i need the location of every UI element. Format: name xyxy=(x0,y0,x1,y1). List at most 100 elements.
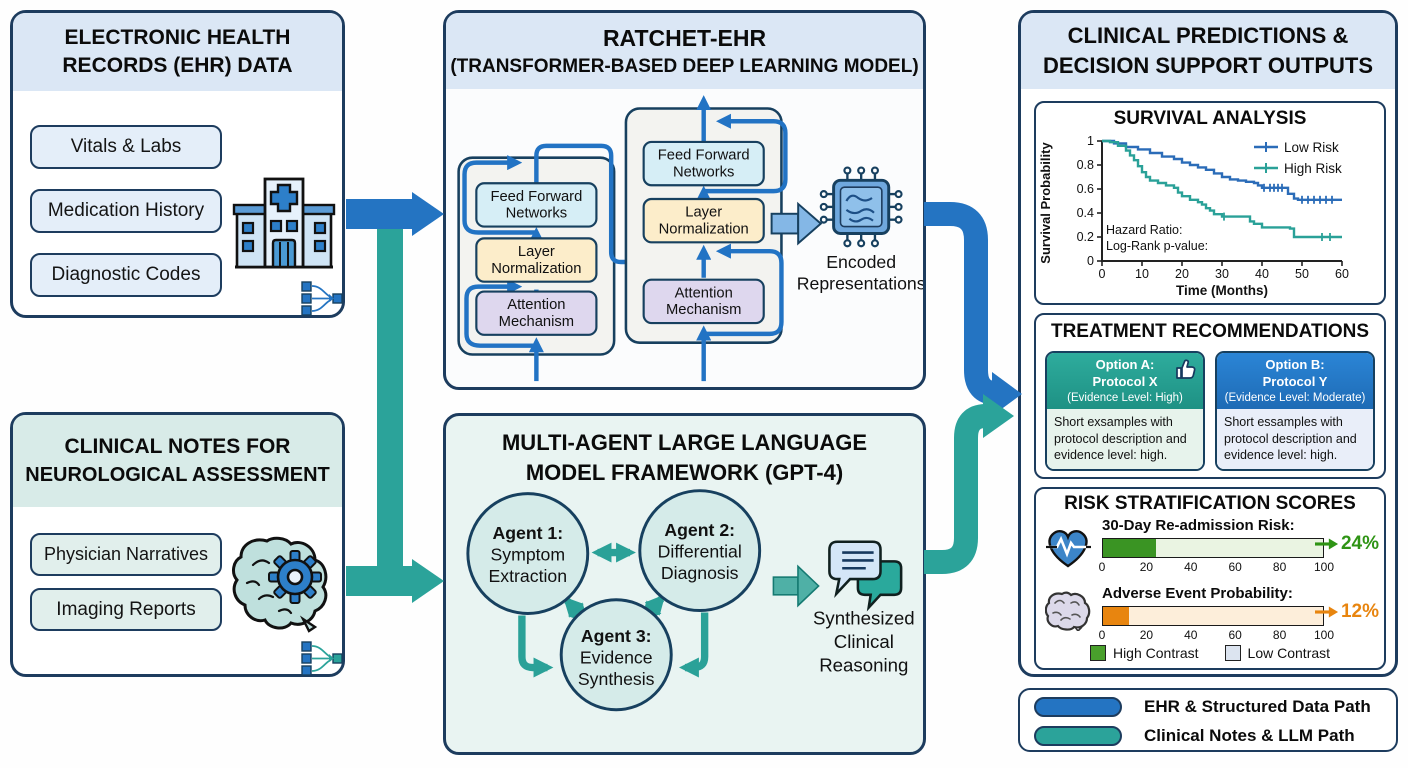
attention-block-label-line1: Attention xyxy=(675,285,733,301)
brain-icon xyxy=(1045,591,1091,631)
data-branch-icon xyxy=(301,281,343,316)
option-b-evidence: (Evidence Level: Moderate) xyxy=(1224,391,1366,404)
option-a-card: Option A: Protocol X (Evidence Level: Hi… xyxy=(1045,351,1205,471)
multi-agent-diagram: Agent 1: Symptom Extraction Agent 2: Dif… xyxy=(466,489,915,712)
svg-text:Evidence: Evidence xyxy=(580,648,653,668)
chat-bubbles-icon xyxy=(828,540,903,612)
logrank-annotation: Log-Rank p-value: xyxy=(1106,239,1208,253)
legend-llm-path-row: Clinical Notes & LLM Path xyxy=(1034,724,1396,748)
legend-high-risk: High Risk xyxy=(1284,161,1342,176)
adverse-event-value: 12% xyxy=(1314,601,1379,623)
svg-text:Agent 3:: Agent 3: xyxy=(581,626,652,646)
option-b-line1: Option B: xyxy=(1265,357,1325,372)
llm-path-label: Clinical Notes & LLM Path xyxy=(1144,726,1355,745)
outputs-panel-header: CLINICAL PREDICTIONS & DECISION SUPPORT … xyxy=(1021,13,1395,89)
data-branch-icon xyxy=(301,641,343,676)
ffn-block-label-line1: Feed Forward xyxy=(490,189,582,205)
xtick-30: 30 xyxy=(1215,267,1229,281)
svg-text:Symptom: Symptom xyxy=(490,544,565,564)
adverse-event-bar-fill xyxy=(1103,607,1130,625)
heart-ecg-icon xyxy=(1046,530,1091,568)
legend-low-risk: Low Risk xyxy=(1284,140,1339,155)
ytick-08: 0.8 xyxy=(1077,158,1094,172)
llm-title-line2: MODEL FRAMEWORK (GPT-4) xyxy=(525,459,844,485)
survival-chart: 0 10 20 30 40 50 60 1 0.8 0.6 0.4 0.2 0 … xyxy=(1038,134,1349,298)
axis-ticks xyxy=(1097,140,1343,266)
ehr-data-panel: ELECTRONIC HEALTH RECORDS (EHR) DATA Vit… xyxy=(10,10,345,318)
risk-stratification-card: RISK STRATIFICATION SCORES 30-Day Re-adm… xyxy=(1034,487,1386,670)
attention-block-label-line1: Attention xyxy=(507,297,565,313)
synthesized-reasoning-label-line2: Clinical xyxy=(834,631,894,652)
option-b-header: Option B: Protocol Y (Evidence Level: Mo… xyxy=(1217,353,1373,409)
ehr-item-vitals-labs-label: Vitals & Labs xyxy=(70,136,182,157)
attention-block-label-line2: Mechanism xyxy=(499,314,574,330)
reasoning-flow-arrow xyxy=(772,564,820,608)
clinical-notes-header: CLINICAL NOTES FOR NEUROLOGICAL ASSESSME… xyxy=(13,415,342,507)
ffn-block-label-line2: Networks xyxy=(506,206,567,222)
adverse-event-label: Adverse Event Probability: xyxy=(1102,585,1293,602)
readmission-risk-label: 30-Day Re-admission Risk: xyxy=(1102,517,1295,534)
ratchet-panel-header: RATCHET-EHR (TRANSFORMER-BASED DEEP LEAR… xyxy=(446,13,923,89)
llm-panel-title: MULTI-AGENT LARGE LANGUAGE MODEL FRAMEWO… xyxy=(446,428,923,487)
ffn-block-label-line1: Feed Forward xyxy=(658,148,750,164)
transformer-diagram: Feed Forward Networks Layer Normalizatio… xyxy=(457,95,923,382)
xtick-40: 40 xyxy=(1255,267,1269,281)
ehr-panel-title-line2: RECORDS (EHR) DATA xyxy=(62,54,293,77)
ratchet-ehr-panel: RATCHET-EHR (TRANSFORMER-BASED DEEP LEAR… xyxy=(443,10,926,390)
encoded-representations-label-line2: Representations xyxy=(797,274,923,294)
svg-text:Synthesis: Synthesis xyxy=(578,669,655,689)
ytick-0: 0 xyxy=(1087,254,1094,268)
svg-text:Extraction: Extraction xyxy=(489,566,568,586)
high-contrast-swatch xyxy=(1089,645,1106,661)
option-b-card: Option B: Protocol Y (Evidence Level: Mo… xyxy=(1215,351,1375,471)
option-a-line2: Protocol X xyxy=(1092,373,1158,389)
chart-legend: Low Risk High Risk xyxy=(1254,140,1342,176)
layernorm-block-label-line2: Normalization xyxy=(659,221,749,237)
ytick-1: 1 xyxy=(1087,134,1094,148)
ehr-path-connector xyxy=(346,192,444,236)
path-legend-panel: EHR & Structured Data Path Clinical Note… xyxy=(1018,688,1398,752)
ehr-output-connector xyxy=(924,202,1022,416)
svg-text:Agent 2:: Agent 2: xyxy=(664,520,735,540)
low-contrast-entry: Low Contrast xyxy=(1224,645,1330,661)
gear-icon xyxy=(268,550,322,604)
svg-text:Differential: Differential xyxy=(658,541,742,561)
readmission-risk-value: 24% xyxy=(1314,533,1379,555)
transformer-stack-left: Feed Forward Networks Layer Normalizatio… xyxy=(457,143,688,382)
xtick-0: 0 xyxy=(1099,267,1106,281)
legend-ehr-path-row: EHR & Structured Data Path xyxy=(1034,695,1396,719)
xtick-20: 20 xyxy=(1175,267,1189,281)
notes-item-imaging-reports-label: Imaging Reports xyxy=(56,598,196,620)
survival-analysis-title: SURVIVAL ANALYSIS xyxy=(1113,108,1307,129)
layernorm-block-label-line1: Layer xyxy=(518,244,555,260)
option-a-header: Option A: Protocol X (Evidence Level: Hi… xyxy=(1047,353,1203,409)
option-b-description: Short essamples with protocol descriptio… xyxy=(1217,409,1373,469)
ffn-block-label-line2: Networks xyxy=(673,164,734,180)
llm-path-connector xyxy=(346,220,444,603)
clinical-notes-title-line2: NEUROLOGICAL ASSESSMENT xyxy=(25,463,330,486)
clinical-notes-panel: CLINICAL NOTES FOR NEUROLOGICAL ASSESSME… xyxy=(10,412,345,677)
ratchet-title-line2: (TRANSFORMER-BASED DEEP LEARNING MODEL) xyxy=(450,55,919,77)
ehr-item-diagnostic-codes: Diagnostic Codes xyxy=(30,253,222,297)
notes-item-physician-narratives: Physician Narratives xyxy=(30,533,222,576)
survival-curves xyxy=(1102,139,1342,241)
y-axis-label: Survival Probability xyxy=(1038,142,1053,264)
hospital-icon xyxy=(232,177,336,269)
xtick-60: 60 xyxy=(1335,267,1349,281)
ehr-path-swatch xyxy=(1034,697,1122,717)
readmission-risk-bar xyxy=(1102,538,1324,558)
option-a-description: Short exsamples with protocol descriptio… xyxy=(1047,409,1203,469)
ratchet-title-line1: RATCHET-EHR xyxy=(602,24,767,51)
encoded-flow-arrow xyxy=(770,201,823,246)
adverse-event-bar xyxy=(1102,606,1324,626)
xtick-10: 10 xyxy=(1135,267,1149,281)
attention-block-label-line2: Mechanism xyxy=(666,302,741,318)
ehr-item-medication-history: Medication History xyxy=(30,189,222,233)
synthesized-reasoning-label-line3: Reasoning xyxy=(819,654,908,675)
xtick-50: 50 xyxy=(1295,267,1309,281)
llm-path-swatch xyxy=(1034,726,1122,746)
svg-text:Agent 1:: Agent 1: xyxy=(492,523,563,543)
